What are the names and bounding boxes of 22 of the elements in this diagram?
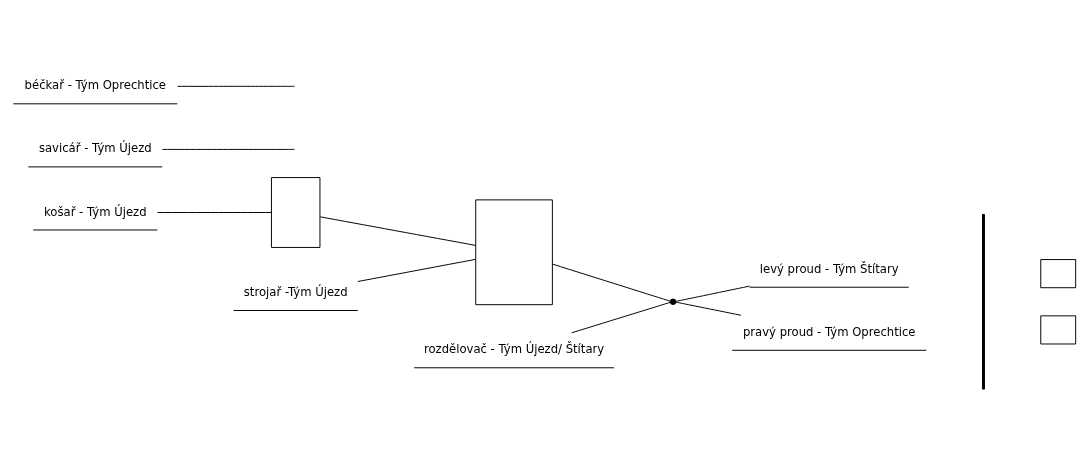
node-text: strojař -Tým Újezd — [243, 284, 348, 299]
node-text: pravý proud - Tým Oprechtice — [742, 324, 916, 339]
connector — [552, 263, 671, 302]
connector — [675, 285, 751, 302]
connector — [161, 148, 296, 150]
connector — [156, 211, 272, 213]
connector — [571, 301, 671, 333]
node-text: levý proud - Tým Štítary — [759, 261, 899, 276]
node-text: košař - Tým Újezd — [44, 204, 147, 219]
node-bar — [982, 213, 985, 390]
node-point — [669, 298, 677, 305]
node-box — [270, 176, 321, 248]
node-box — [475, 198, 553, 305]
connector — [177, 85, 296, 87]
node-text: savicář - Tým Újezd — [38, 140, 152, 155]
connector — [357, 258, 476, 282]
connector — [319, 215, 476, 246]
node-box — [1040, 258, 1077, 288]
node-text: rozdělovač - Tým Újezd/ Štítary — [423, 341, 605, 356]
node-text: béčkař - Tým Oprechtice — [24, 77, 167, 92]
connector — [675, 301, 742, 316]
node-box — [1040, 314, 1077, 344]
